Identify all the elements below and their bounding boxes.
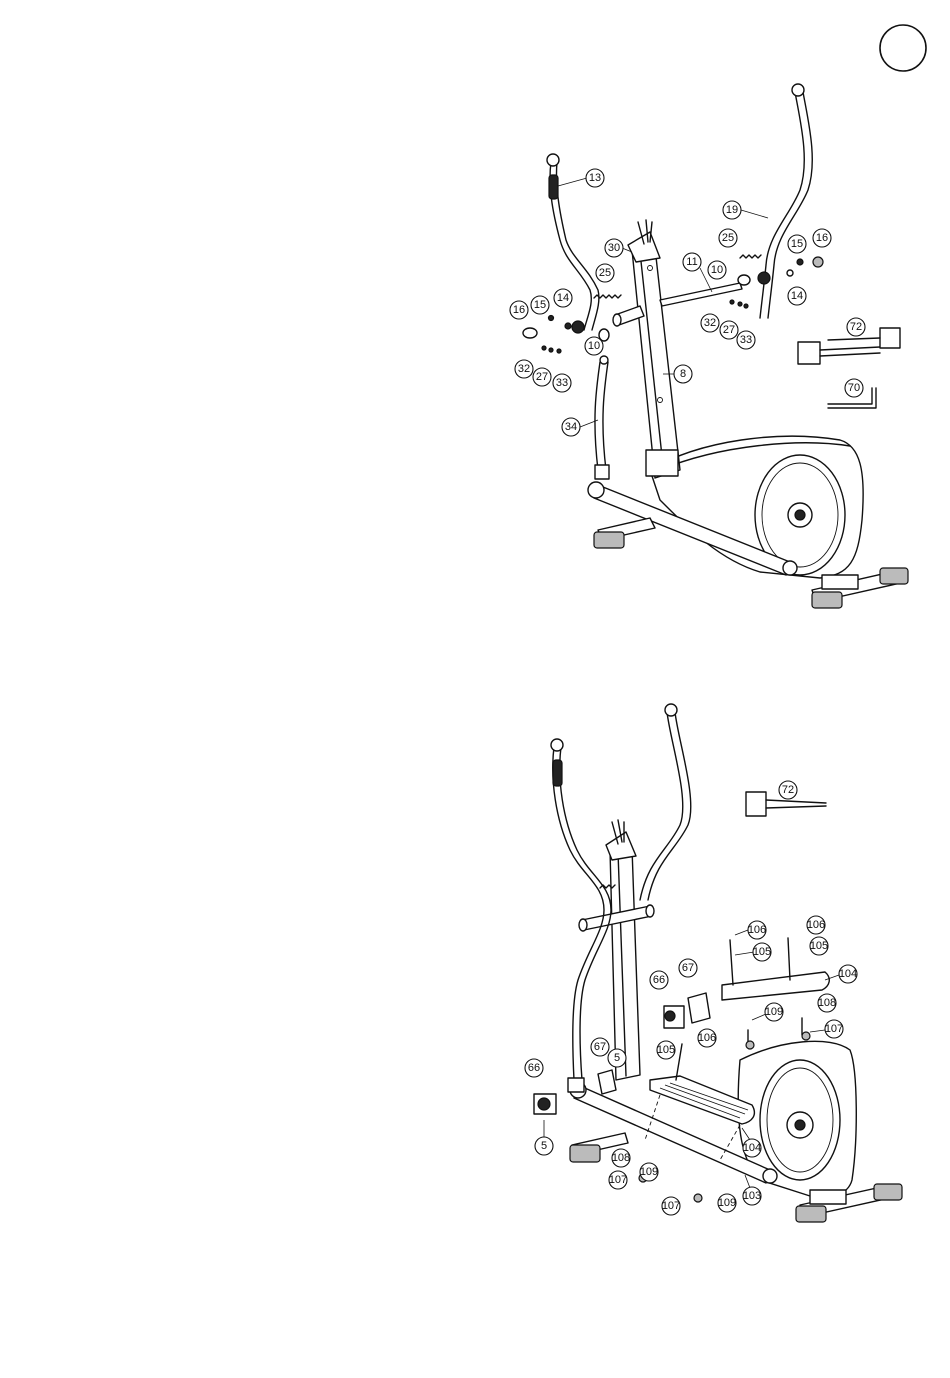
svg-text:27: 27 — [723, 324, 735, 336]
svg-text:8: 8 — [680, 368, 686, 380]
svg-text:19: 19 — [726, 204, 738, 216]
svg-text:108: 108 — [612, 1152, 630, 1164]
svg-text:105: 105 — [810, 940, 828, 952]
svg-text:27: 27 — [536, 371, 548, 383]
svg-text:104: 104 — [743, 1142, 761, 1154]
svg-text:25: 25 — [599, 267, 611, 279]
rear-foot-cap-left-2 — [796, 1206, 826, 1222]
pedal-bracket-loose — [534, 1094, 556, 1114]
left-handlebar-2 — [553, 747, 604, 1080]
right-handlebar — [760, 92, 804, 318]
svg-text:104: 104 — [839, 968, 857, 980]
svg-text:67: 67 — [682, 962, 694, 974]
pedal-bracket-lower — [598, 1070, 616, 1094]
svg-text:11: 11 — [686, 256, 697, 268]
svg-text:16: 16 — [513, 304, 525, 316]
step-number-marker — [880, 25, 926, 71]
svg-text:108: 108 — [818, 997, 836, 1009]
svg-text:10: 10 — [711, 264, 723, 276]
svg-text:66: 66 — [653, 974, 665, 986]
svg-text:103: 103 — [743, 1190, 761, 1202]
svg-text:106: 106 — [748, 924, 766, 936]
svg-text:109: 109 — [640, 1166, 658, 1178]
svg-text:34: 34 — [565, 421, 577, 433]
right-handlebar-2 — [640, 712, 683, 900]
left-grip-pad — [549, 175, 558, 199]
left-pivot-bushing — [572, 321, 584, 333]
svg-text:32: 32 — [518, 363, 530, 375]
svg-text:5: 5 — [614, 1052, 620, 1064]
left-grip-pad-2 — [553, 760, 562, 786]
svg-text:106: 106 — [807, 919, 825, 931]
svg-text:105: 105 — [657, 1044, 675, 1056]
svg-text:33: 33 — [556, 377, 568, 389]
svg-text:107: 107 — [662, 1200, 680, 1212]
svg-text:13: 13 — [589, 172, 601, 184]
right-pivot-bushing — [758, 272, 770, 284]
svg-text:25: 25 — [722, 232, 734, 244]
left-lower-arm — [595, 362, 608, 470]
svg-text:66: 66 — [528, 1062, 540, 1074]
foot-pedal-right — [722, 972, 829, 1000]
svg-text:72: 72 — [850, 321, 862, 333]
svg-text:5: 5 — [541, 1140, 547, 1152]
diagram-bottom-elliptical-assembly: 72 106 106 105 105 104 66 67 108 109 107… — [525, 704, 902, 1222]
svg-text:105: 105 — [753, 946, 771, 958]
left-spring — [594, 295, 621, 298]
svg-text:107: 107 — [609, 1174, 627, 1186]
pedal-bracket-upper — [664, 993, 710, 1028]
svg-text:109: 109 — [765, 1006, 783, 1018]
svg-text:15: 15 — [791, 238, 803, 250]
svg-text:15: 15 — [534, 299, 546, 311]
svg-text:70: 70 — [848, 382, 860, 394]
svg-text:30: 30 — [608, 242, 620, 254]
svg-text:109: 109 — [718, 1197, 736, 1209]
svg-text:106: 106 — [698, 1032, 716, 1044]
callout-tags-top: 13 19 30 25 11 10 25 15 16 14 16 15 14 1… — [510, 169, 865, 436]
svg-text:67: 67 — [594, 1041, 606, 1053]
svg-text:14: 14 — [791, 290, 803, 302]
svg-text:16: 16 — [816, 232, 828, 244]
svg-text:14: 14 — [557, 292, 569, 304]
rear-foot-cap-right-2 — [874, 1184, 902, 1200]
upright-post — [632, 248, 680, 478]
svg-text:72: 72 — [782, 784, 794, 796]
svg-text:32: 32 — [704, 317, 716, 329]
rear-foot-cap-right — [880, 568, 908, 584]
rear-foot-cap-left — [812, 592, 842, 608]
front-foot-cap — [594, 532, 624, 548]
right-spring — [740, 255, 761, 258]
svg-text:107: 107 — [825, 1023, 843, 1035]
front-foot-cap-2 — [570, 1145, 600, 1162]
svg-text:33: 33 — [740, 334, 752, 346]
svg-text:10: 10 — [588, 340, 600, 352]
diagram-top-elliptical-assembly: 13 19 30 25 11 10 25 15 16 14 16 15 14 1… — [510, 84, 908, 608]
